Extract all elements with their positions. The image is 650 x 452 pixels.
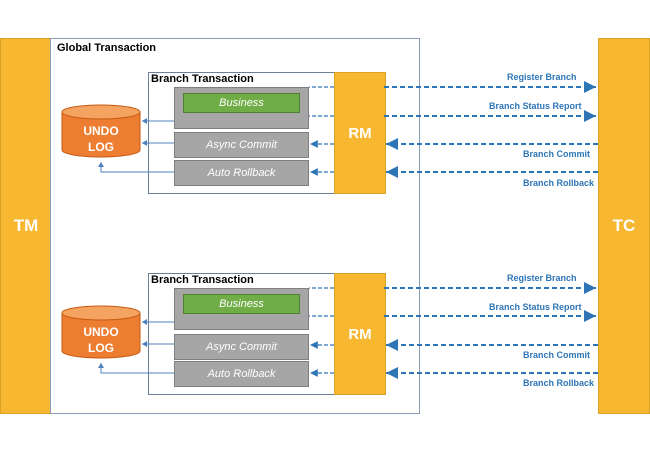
- rm-label: RM: [348, 124, 372, 142]
- tm-bar: TM: [0, 38, 52, 414]
- branch-status-report-label: Branch Status Report: [489, 302, 582, 312]
- async-commit-label: Async Commit: [206, 341, 277, 353]
- global-transaction-label: Global Transaction: [57, 42, 157, 54]
- branch-commit-label: Branch Commit: [523, 350, 591, 360]
- rm-box: RM: [334, 72, 386, 194]
- branch-transaction-label: Branch Transaction: [151, 73, 254, 85]
- business-label: Business: [219, 97, 264, 109]
- branch-rollback-label: Branch Rollback: [523, 378, 595, 388]
- undo-label: UNDO: [83, 124, 118, 138]
- auto-rollback-label: Auto Rollback: [207, 368, 276, 380]
- undo-log-database-icon: UNDO LOG: [61, 305, 141, 359]
- business-box: Business: [183, 294, 300, 314]
- rollback-to-undo-arrow: [98, 162, 174, 173]
- business-label: Business: [219, 298, 264, 310]
- log-label: LOG: [88, 341, 114, 355]
- register-branch-label: Register Branch: [507, 72, 577, 82]
- rm-label: RM: [348, 325, 372, 343]
- async-commit-box: Async Commit: [174, 132, 309, 158]
- branch-commit-label: Branch Commit: [523, 149, 591, 159]
- register-branch-label: Register Branch: [507, 273, 577, 283]
- tc-bar: TC: [598, 38, 650, 414]
- async-commit-box: Async Commit: [174, 334, 309, 360]
- tm-label: TM: [13, 216, 39, 235]
- rm-box: RM: [334, 273, 386, 395]
- auto-rollback-label: Auto Rollback: [207, 167, 276, 179]
- business-box: Business: [183, 93, 300, 113]
- log-label: LOG: [88, 140, 114, 154]
- tc-label: TC: [612, 216, 636, 235]
- auto-rollback-box: Auto Rollback: [174, 361, 309, 387]
- branch-transaction-label: Branch Transaction: [151, 274, 254, 286]
- undo-label: UNDO: [83, 325, 118, 339]
- auto-rollback-box: Auto Rollback: [174, 160, 309, 186]
- async-commit-label: Async Commit: [206, 139, 277, 151]
- undo-log-database-icon: UNDO LOG: [61, 104, 141, 158]
- branch-rollback-label: Branch Rollback: [523, 178, 595, 188]
- branch-status-report-label: Branch Status Report: [489, 101, 582, 111]
- rollback-to-undo-arrow: [98, 363, 174, 374]
